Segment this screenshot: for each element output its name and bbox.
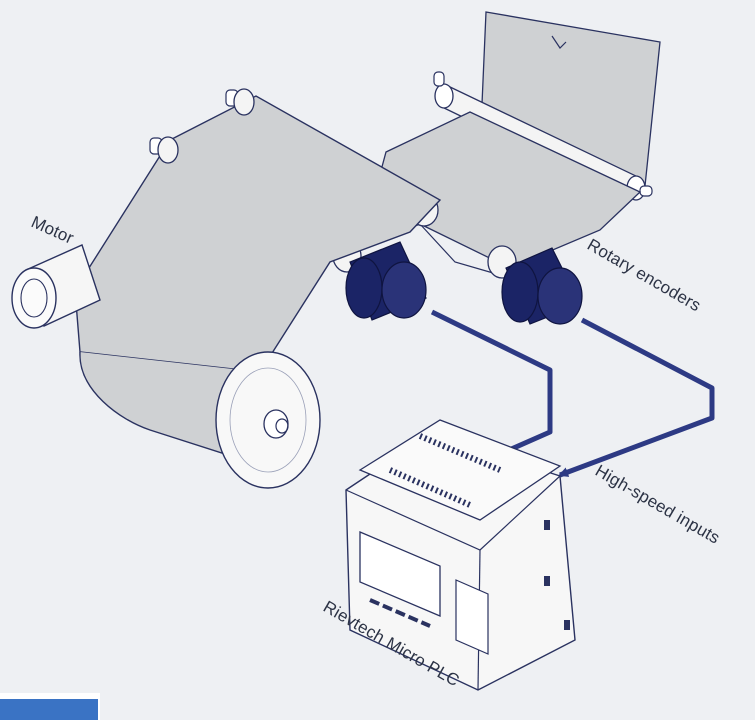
micro-plc xyxy=(345,419,576,691)
label-high-speed-inputs: High-speed inputs xyxy=(592,461,723,548)
rotary-encoder-right xyxy=(501,247,583,325)
signal-cables xyxy=(430,309,715,478)
accent-bar xyxy=(0,693,100,720)
label-rotary-encoders: Rotary encoders xyxy=(584,235,704,315)
upper-left-rollers xyxy=(149,88,255,164)
supply-roll xyxy=(215,351,321,489)
motor xyxy=(11,244,101,329)
rotary-encoder-left xyxy=(345,241,427,321)
label-motor: Motor xyxy=(28,212,76,247)
